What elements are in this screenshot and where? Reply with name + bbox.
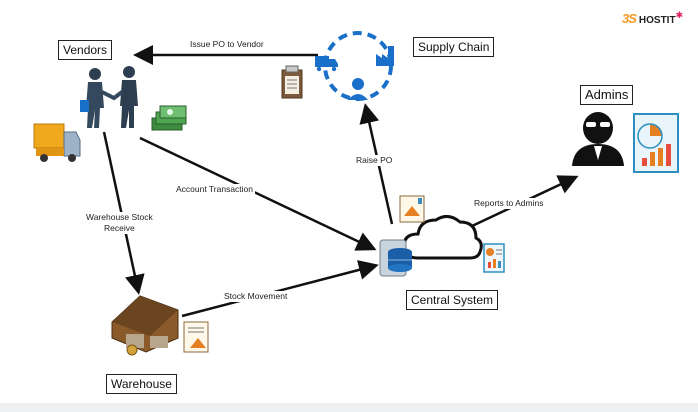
- edge-warehouse-stock: [102, 131, 145, 295]
- truck-icon: [33, 123, 81, 162]
- admin-icon: [572, 112, 624, 166]
- node-label-warehouse: Warehouse: [106, 374, 177, 394]
- brand-logo-mark: 3S: [622, 11, 637, 26]
- node-label-supply-chain: Supply Chain: [413, 37, 495, 57]
- edge-label-warehouse-stock: Warehouse Stock Receive: [84, 212, 155, 234]
- money-icon: [151, 105, 187, 131]
- clipboard-icon: [281, 65, 303, 99]
- edge-label-reports-to-admins: Reports to Admins: [472, 198, 546, 209]
- brand-logo-word: HOSTIT: [638, 15, 676, 26]
- node-label-admins: Admins: [580, 85, 634, 105]
- node-label-vendors: Vendors: [58, 40, 113, 60]
- warehouse-icon: [111, 295, 179, 356]
- edge-label-warehouse-stock-line1: Warehouse Stock: [86, 212, 153, 222]
- report-chart-icon: [633, 113, 679, 173]
- edge-raise-po: [359, 103, 394, 225]
- bottom-bar: [0, 403, 698, 412]
- report-sheet-icon: [483, 243, 505, 273]
- server-icon: [379, 239, 412, 277]
- warehouse-document-icon: [183, 321, 209, 353]
- supply-chain-icon: [315, 31, 394, 101]
- brand-logo-star-icon: ✱: [675, 10, 684, 20]
- edge-label-raise-po: Raise PO: [354, 155, 395, 166]
- handshake-icon: [80, 66, 138, 128]
- cloud-icon: [402, 215, 483, 260]
- edge-label-account-transaction: Account Transaction: [174, 184, 256, 195]
- edge-label-issue-po: Issue PO to Vendor: [188, 39, 266, 50]
- document-chart-icon: [399, 195, 425, 223]
- edge-label-warehouse-stock-line2: Receive: [104, 223, 135, 233]
- edge-account-transaction: [139, 136, 377, 251]
- edge-label-stock-movement: Stock Movement: [222, 291, 290, 302]
- node-label-central-system: Central System: [406, 290, 499, 310]
